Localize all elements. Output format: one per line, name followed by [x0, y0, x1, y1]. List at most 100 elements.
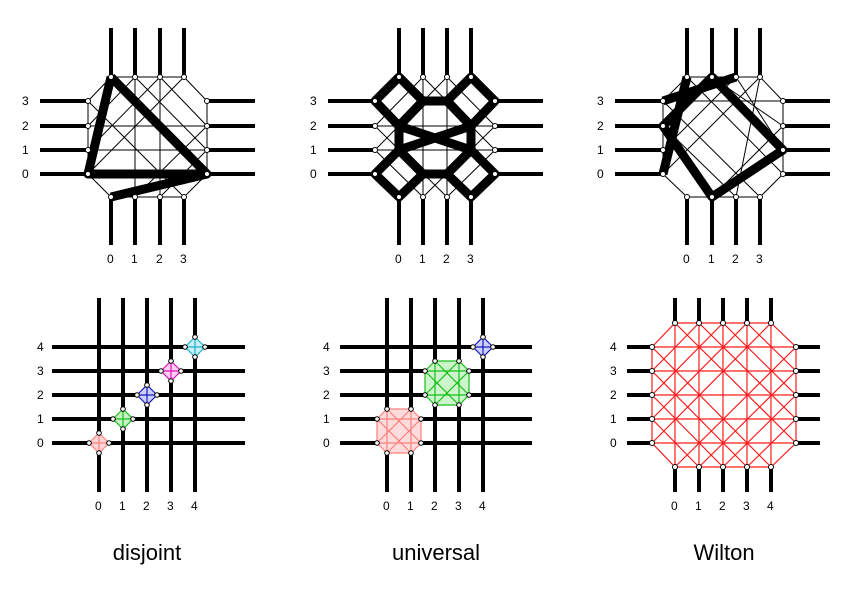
- tracks: [627, 298, 820, 492]
- column-label: 3: [455, 499, 462, 513]
- pins: [660, 74, 786, 200]
- tracks: [40, 28, 255, 245]
- panel-disjoint-w4: 3 2 1 0 0 1 2 3: [22, 28, 255, 266]
- row-label: 1: [310, 143, 317, 157]
- column-label: 0: [383, 499, 390, 513]
- panel-wilton-w5: 4 3 2 1 0 0 1 2 3 4: [610, 298, 820, 513]
- column-label: 0: [395, 252, 402, 266]
- row-labels: 4 3 2 1 0: [37, 340, 44, 450]
- column-labels: 0 1 2 3 4: [383, 499, 486, 513]
- row-label: 3: [22, 94, 29, 108]
- column-label: 2: [156, 252, 163, 266]
- column-label: 0: [95, 499, 102, 513]
- switch-blocks: [88, 336, 206, 454]
- row-label: 4: [610, 340, 617, 354]
- switch-0: [88, 432, 110, 454]
- column-labels: 0 1 2 3 4: [95, 499, 198, 513]
- column-label: 2: [431, 499, 438, 513]
- pins: [85, 74, 210, 200]
- row-labels: 4 3 2 1 0: [610, 340, 617, 450]
- row-labels: 3 2 1 0: [310, 94, 317, 181]
- universal-block-middle: [424, 360, 470, 406]
- row-label: 0: [323, 436, 330, 450]
- panel-universal-w4: 3 2 1 0 0 1 2 3: [310, 28, 543, 266]
- switch-links-thick: [370, 72, 500, 202]
- pins: [649, 320, 799, 470]
- column-label: 3: [167, 499, 174, 513]
- row-labels: 3 2 1 0: [22, 94, 29, 181]
- column-label: 2: [443, 252, 450, 266]
- column-label: 4: [191, 499, 198, 513]
- column-label: 1: [695, 499, 702, 513]
- switch-2: [136, 384, 158, 406]
- column-label: 1: [407, 499, 414, 513]
- row-label: 0: [597, 167, 604, 181]
- column-label: 1: [131, 252, 138, 266]
- column-label: 4: [479, 499, 486, 513]
- universal-block-upper: [472, 336, 494, 358]
- column-label: 3: [180, 252, 187, 266]
- column-label: 0: [683, 252, 690, 266]
- row-label: 2: [22, 119, 29, 133]
- column-label: 4: [767, 499, 774, 513]
- tracks: [328, 28, 543, 245]
- row-labels: 3 2 1 0: [597, 94, 604, 181]
- row-label: 0: [310, 167, 317, 181]
- column-labels: 0 1 2 3 4: [671, 499, 774, 513]
- caption-universal: universal: [392, 540, 480, 565]
- column-label: 3: [467, 252, 474, 266]
- row-label: 2: [610, 388, 617, 402]
- column-label: 1: [708, 252, 715, 266]
- row-label: 2: [310, 119, 317, 133]
- row-label: 4: [323, 340, 330, 354]
- row-label: 1: [22, 143, 29, 157]
- column-label: 2: [719, 499, 726, 513]
- column-labels: 0 1 2 3: [683, 252, 763, 266]
- pins: [372, 74, 498, 200]
- row-label: 4: [37, 340, 44, 354]
- column-label: 3: [756, 252, 763, 266]
- switch-links-thick: [83, 73, 212, 202]
- universal-block-lower: [376, 408, 422, 454]
- column-label: 0: [671, 499, 678, 513]
- row-label: 3: [323, 364, 330, 378]
- row-label: 3: [597, 94, 604, 108]
- panel-disjoint-w5: 4 3 2 1 0 0 1 2 3 4: [37, 298, 245, 513]
- row-label: 1: [597, 143, 604, 157]
- row-label: 0: [22, 167, 29, 181]
- row-label: 2: [37, 388, 44, 402]
- column-label: 0: [107, 252, 114, 266]
- row-label: 1: [323, 412, 330, 426]
- row-label: 1: [37, 412, 44, 426]
- column-labels: 0 1 2 3: [107, 252, 187, 266]
- column-label: 1: [419, 252, 426, 266]
- row-labels: 4 3 2 1 0: [323, 340, 330, 450]
- caption-wilton: Wilton: [693, 540, 754, 565]
- row-label: 0: [610, 436, 617, 450]
- pins: [374, 334, 496, 456]
- wilton-switch-links: [651, 322, 797, 468]
- row-label: 2: [323, 388, 330, 402]
- column-label: 2: [143, 499, 150, 513]
- switch-links-thick: [658, 72, 788, 202]
- tracks: [615, 28, 830, 245]
- row-label: 2: [597, 119, 604, 133]
- column-label: 3: [743, 499, 750, 513]
- panel-universal-w5: 4 3 2 1 0 0 1 2 3 4: [323, 298, 532, 513]
- row-label: 3: [37, 364, 44, 378]
- column-labels: 0 1 2 3: [395, 252, 474, 266]
- panel-wilton-w4: 3 2 1 0 0 1 2 3: [597, 28, 830, 266]
- row-label: 1: [610, 412, 617, 426]
- tracks: [52, 298, 245, 492]
- caption-disjoint: disjoint: [113, 540, 181, 565]
- column-label: 2: [732, 252, 739, 266]
- row-label: 3: [310, 94, 317, 108]
- row-label: 3: [610, 364, 617, 378]
- column-label: 1: [119, 499, 126, 513]
- row-label: 0: [37, 436, 44, 450]
- pins: [86, 334, 208, 456]
- switch-1: [112, 408, 134, 430]
- switch-3: [160, 360, 182, 382]
- switch-4: [184, 336, 206, 358]
